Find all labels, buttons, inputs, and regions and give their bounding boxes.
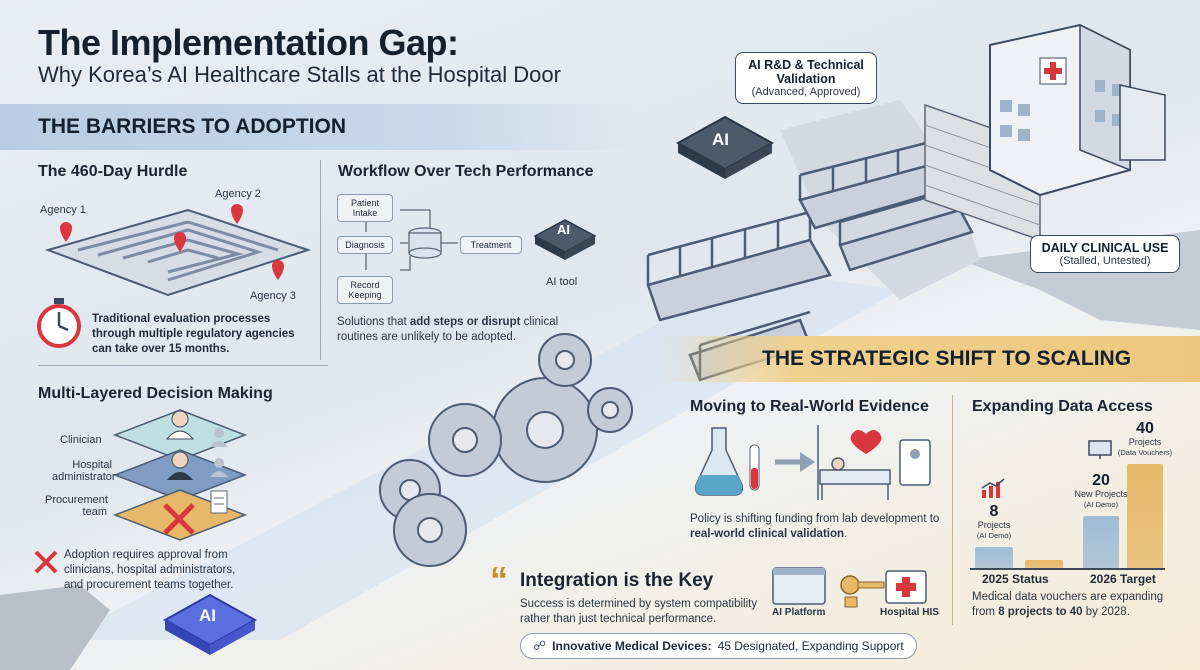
gears bbox=[379, 333, 633, 567]
lock-icon bbox=[844, 596, 858, 608]
left-cliff bbox=[0, 585, 110, 670]
ai-chip-top-label: AI bbox=[712, 130, 729, 149]
link-icon: ☍ bbox=[533, 638, 547, 653]
bar-label-part: New Projects bbox=[1074, 489, 1128, 499]
bar-label-part: (AI Demo) bbox=[1083, 499, 1119, 509]
devices-chip: ☍ Innovative Medical Devices: 45 Designa… bbox=[520, 633, 917, 659]
monitor-icon bbox=[1088, 440, 1112, 459]
rwe-text: Policy is shifting funding from lab deve… bbox=[690, 513, 940, 540]
agency-3-label: Agency 3 bbox=[250, 290, 296, 302]
layer-label-procurement: Procurement team bbox=[45, 494, 108, 518]
workflow-step-record: Record Keeping bbox=[337, 276, 393, 304]
integration-title: Integration is the Key bbox=[520, 570, 714, 591]
x-mark-icon bbox=[34, 550, 58, 574]
workflow-arrows bbox=[365, 209, 458, 271]
workflow-step-treatment: Treatment bbox=[460, 236, 522, 254]
ai-chip-large-label: AI bbox=[199, 606, 216, 625]
bar-0 bbox=[975, 547, 1013, 568]
bar-1 bbox=[1025, 560, 1063, 568]
hospital-building bbox=[989, 23, 1166, 197]
scaling-divider bbox=[952, 395, 953, 625]
agency-1-label: Agency 1 bbox=[40, 204, 86, 216]
clinical-status: (Stalled, Untested) bbox=[1059, 255, 1151, 267]
column-divider bbox=[320, 160, 321, 360]
server-icon bbox=[408, 227, 442, 259]
stopwatch-icon bbox=[37, 298, 81, 348]
workflow-step-diagnosis: Diagnosis bbox=[337, 236, 393, 254]
person-icons bbox=[210, 428, 228, 514]
maze-illustration bbox=[44, 204, 312, 297]
ai-platform-label: AI Platform bbox=[772, 607, 826, 618]
decision-text: Adoption requires approval from clinicia… bbox=[64, 549, 236, 591]
reject-x-icon bbox=[163, 503, 195, 535]
chart-baseline bbox=[970, 568, 1165, 570]
tablet-icon bbox=[899, 439, 931, 486]
workflow-text: Solutions that add steps or disrupt clin… bbox=[337, 316, 559, 343]
ai-chip-small bbox=[533, 219, 597, 260]
agency1-pin bbox=[60, 222, 72, 242]
decision-layers bbox=[112, 409, 248, 541]
bar-label-part: (Data Vouchers) bbox=[1117, 447, 1173, 457]
arrow-icon bbox=[800, 452, 815, 472]
bar-2 bbox=[1083, 516, 1119, 568]
category-2025: 2025 Status bbox=[982, 572, 1049, 586]
data-text: Medical data vouchers are expanding from… bbox=[972, 591, 1164, 618]
clinical-title: DAILY CLINICAL USE bbox=[1041, 241, 1169, 255]
hospital-his-label: Hospital HIS bbox=[880, 607, 939, 618]
hurdle-title: The 460-Day Hurdle bbox=[38, 163, 188, 180]
ai-chip-large bbox=[162, 593, 258, 655]
bar-label-part: Projects bbox=[1128, 437, 1162, 447]
clinical-callout: DAILY CLINICAL USE (Stalled, Untested) bbox=[1030, 235, 1180, 273]
rwe-illustration bbox=[694, 425, 931, 500]
clipboard-icon bbox=[210, 490, 228, 514]
hurdle-text: Traditional evaluation processes through… bbox=[92, 313, 295, 355]
agency3-pin bbox=[272, 260, 284, 280]
bar-label-part: 20 bbox=[1092, 472, 1110, 489]
chart-icon bbox=[981, 478, 1005, 498]
integration-illustration bbox=[772, 567, 927, 608]
rnd-title: AI R&D & Technical Validation bbox=[748, 58, 864, 86]
bar-label-part: Projects bbox=[977, 520, 1011, 531]
workflow-title: Workflow Over Tech Performance bbox=[338, 163, 594, 180]
data-title: Expanding Data Access bbox=[972, 398, 1153, 415]
barriers-band: THE BARRIERS TO ADOPTION bbox=[0, 104, 640, 150]
agency-2-label: Agency 2 bbox=[215, 188, 261, 200]
ai-chip-top bbox=[675, 115, 775, 179]
heart-icon bbox=[850, 430, 882, 454]
workflow-step-intake: Patient Intake bbox=[337, 194, 393, 222]
rwe-title: Moving to Real-World Evidence bbox=[690, 398, 929, 415]
row-divider bbox=[38, 365, 328, 366]
bar-3 bbox=[1127, 464, 1163, 568]
layer-label-administrator: Hospital administrator bbox=[52, 459, 116, 483]
patient-bed-icon bbox=[817, 425, 891, 500]
decision-title: Multi-Layered Decision Making bbox=[38, 385, 273, 402]
ai-chip-small-label: AI bbox=[557, 222, 570, 237]
page-subtitle: Why Korea’s AI Healthcare Stalls at the … bbox=[38, 62, 561, 87]
ai-tool-label: AI tool bbox=[546, 276, 578, 288]
rnd-callout: AI R&D & Technical Validation (Advanced,… bbox=[735, 52, 877, 104]
category-2026: 2026 Target bbox=[1090, 572, 1156, 586]
rnd-status: (Advanced, Approved) bbox=[751, 86, 861, 98]
page-title: The Implementation Gap: bbox=[38, 22, 459, 63]
bar-label-part: 8 bbox=[989, 503, 999, 521]
agency2-pin bbox=[231, 204, 243, 224]
quote-icon: “ bbox=[490, 559, 508, 600]
bar-label-part: 40 bbox=[1136, 420, 1154, 437]
bar-label-part: (AI Demo) bbox=[976, 531, 1012, 541]
scaling-band: THE STRATEGIC SHIFT TO SCALING bbox=[660, 336, 1200, 382]
integration-text: Success is determined by system compatib… bbox=[520, 598, 758, 625]
key-icon bbox=[840, 575, 885, 595]
layer-label-clinician: Clinician bbox=[60, 434, 102, 446]
